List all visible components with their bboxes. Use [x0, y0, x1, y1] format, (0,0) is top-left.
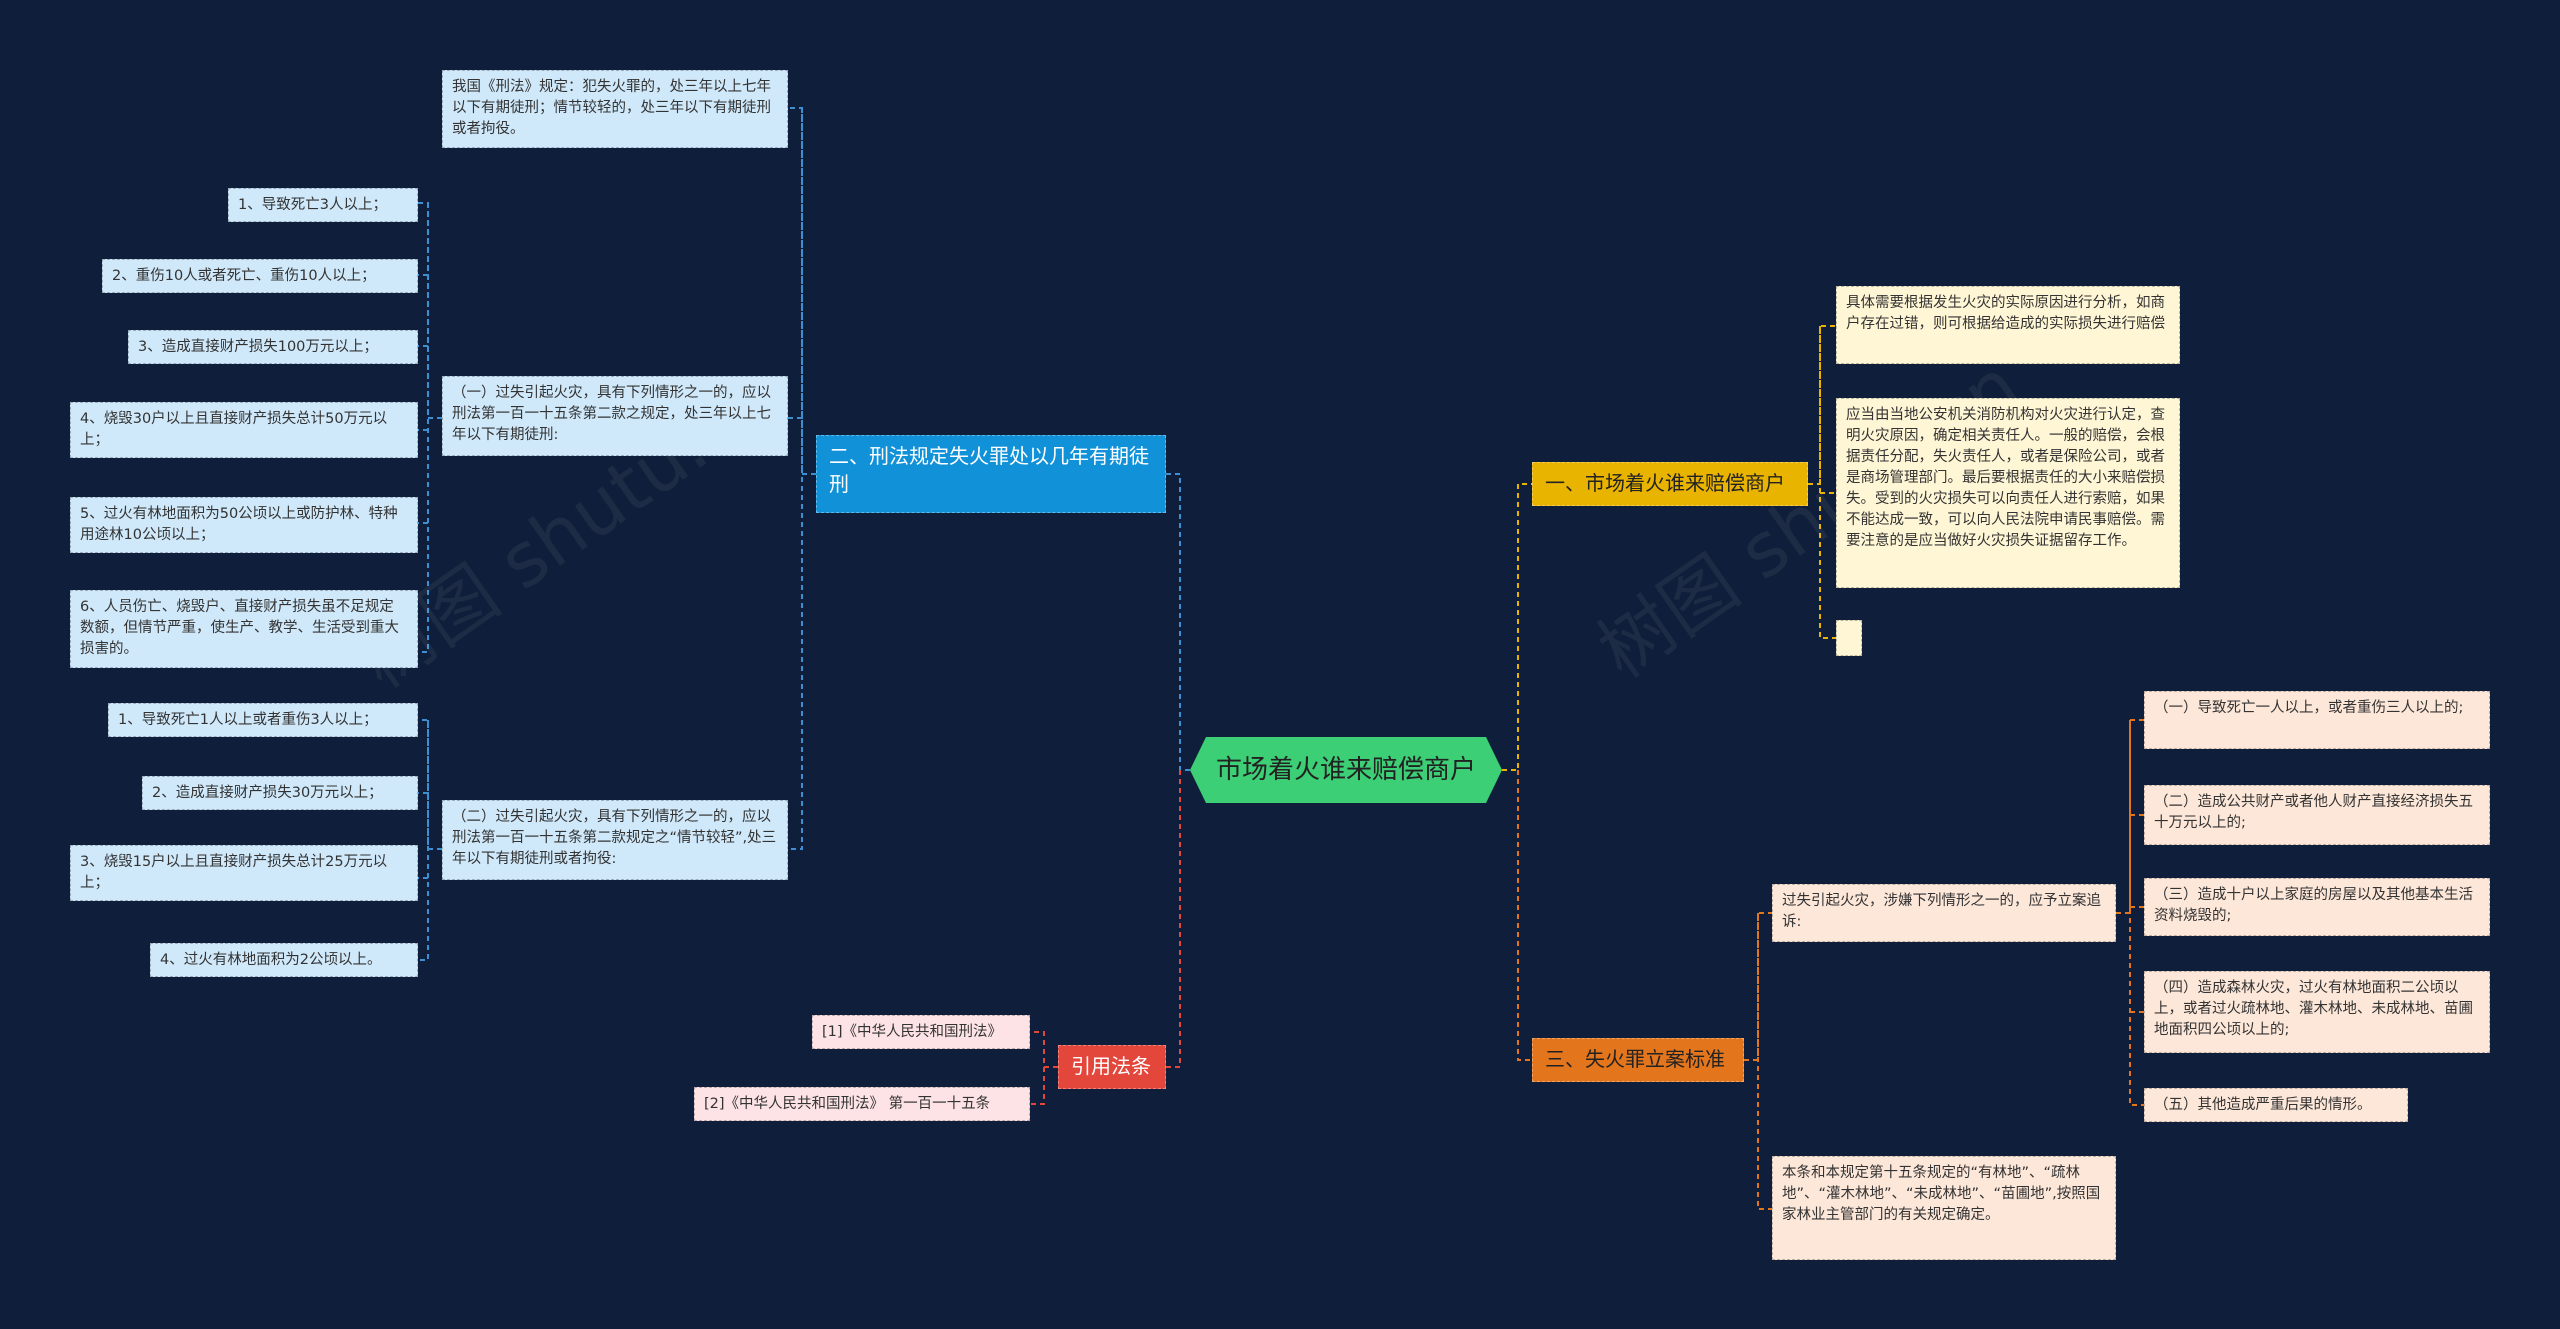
law-summary-node[interactable]: 我国《刑法》规定：犯失火罪的，处三年以上七年以下有期徒刑；情节较轻的，处三年以下… — [442, 70, 788, 148]
case1-item-2[interactable]: 2、重伤10人或者死亡、重伤10人以上； — [102, 259, 418, 293]
case2-item-3[interactable]: 3、烧毁15户以上且直接财产损失总计25万元以上； — [70, 845, 418, 901]
forest-definition-node[interactable]: 本条和本规定第十五条规定的“有林地”、“疏林地”、“灌木林地”、“未成林地”、“… — [1772, 1156, 2116, 1260]
case1-item-1[interactable]: 1、导致死亡3人以上； — [228, 188, 418, 222]
case2-item-4[interactable]: 4、过火有林地面积为2公顷以上。 — [150, 943, 418, 977]
root-topic[interactable]: 市场着火谁来赔偿商户 — [1190, 737, 1502, 803]
filing-item-3[interactable]: （三）造成十户以上家庭的房屋以及其他基本生活资料烧毁的; — [2144, 878, 2490, 936]
case1-item-3[interactable]: 3、造成直接财产损失100万元以上； — [128, 330, 418, 364]
case1-item-5[interactable]: 5、过火有林地面积为50公顷以上或防护林、特种用途林10公顷以上； — [70, 497, 418, 553]
filing-intro-node[interactable]: 过失引起火灾，涉嫌下列情形之一的，应予立案追诉: — [1772, 884, 2116, 942]
link-root-b1 — [1502, 483, 1532, 771]
branch-cited-laws[interactable]: 引用法条 — [1058, 1045, 1166, 1089]
link-root-b3 — [1517, 770, 1532, 1061]
case2-item-1[interactable]: 1、导致死亡1人以上或者重伤3人以上； — [108, 703, 418, 737]
case1-item-6[interactable]: 6、人员伤亡、烧毁户、直接财产损失虽不足规定数额，但情节严重，使生产、教学、生活… — [70, 590, 418, 668]
filing-item-5[interactable]: （五）其他造成严重后果的情形。 — [2144, 1088, 2408, 1122]
case2-node[interactable]: （二）过失引起火灾，具有下列情形之一的，应以刑法第一百一十五条第二款规定之“情节… — [442, 800, 788, 880]
branch-who-compensates[interactable]: 一、市场着火谁来赔偿商户 — [1532, 462, 1808, 506]
case2-item-2[interactable]: 2、造成直接财产损失30万元以上； — [142, 776, 418, 810]
filing-item-2[interactable]: （二）造成公共财产或者他人财产直接经济损失五十万元以上的; — [2144, 785, 2490, 845]
cited-law-2[interactable]: [2]《中华人民共和国刑法》 第一百一十五条 — [694, 1087, 1030, 1121]
case1-node[interactable]: （一）过失引起火灾，具有下列情形之一的，应以刑法第一百一十五条第二款之规定，处三… — [442, 376, 788, 456]
link-root-b2 — [1166, 473, 1190, 771]
empty-node[interactable] — [1836, 620, 1862, 656]
filing-item-4[interactable]: （四）造成森林火灾，过火有林地面积二公顷以上，或者过火疏林地、灌木林地、未成林地… — [2144, 971, 2490, 1053]
cited-law-1[interactable]: [1]《中华人民共和国刑法》 — [812, 1015, 1030, 1049]
case1-item-4[interactable]: 4、烧毁30户以上且直接财产损失总计50万元以上； — [70, 402, 418, 458]
branch-penalty-years[interactable]: 二、刑法规定失火罪处以几年有期徒刑 — [816, 435, 1166, 513]
branch-filing-standard[interactable]: 三、失火罪立案标准 — [1532, 1038, 1744, 1082]
compensation-basis-node[interactable]: 具体需要根据发生火灾的实际原因进行分析，如商户存在过错，则可根据给造成的实际损失… — [1836, 286, 2180, 364]
filing-item-1[interactable]: （一）导致死亡一人以上，或者重伤三人以上的; — [2144, 691, 2490, 749]
fire-determination-node[interactable]: 应当由当地公安机关消防机构对火灾进行认定，查明火灾原因，确定相关责任人。一般的赔… — [1836, 398, 2180, 588]
link-root-b4 — [1166, 770, 1181, 1068]
